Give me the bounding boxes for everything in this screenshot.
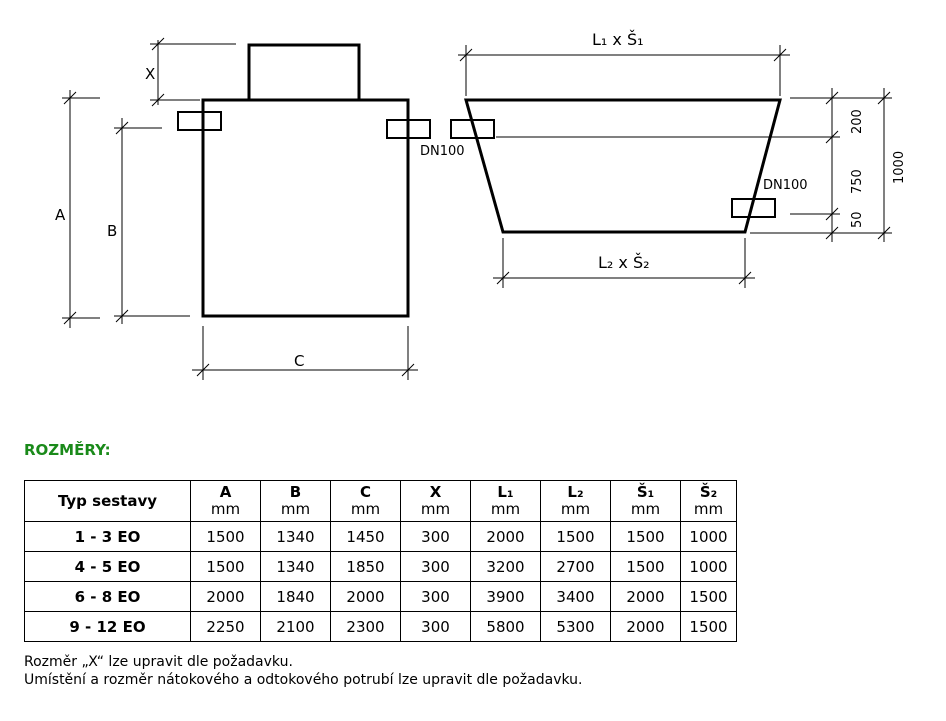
label-50: 50	[850, 211, 865, 228]
tank-trapezoid-view	[450, 98, 782, 234]
table-cell: 1840	[260, 581, 331, 612]
table-cell: 5300	[540, 611, 611, 642]
table-cell: 3400	[540, 581, 611, 612]
table-cell: 4 - 5 EO	[24, 551, 191, 582]
table-row: 6 - 8 EO 2000 1840 2000 300 3900 3400 20…	[24, 581, 737, 612]
table-cell: 1500	[610, 521, 681, 552]
table-cell: 1500	[540, 521, 611, 552]
table-cell: 2000	[330, 581, 401, 612]
table-cell: 2000	[470, 521, 541, 552]
table-cell: 1500	[680, 611, 737, 642]
label-x: X	[145, 65, 155, 83]
table-cell: 9 - 12 EO	[24, 611, 191, 642]
table-cell: 1500	[680, 581, 737, 612]
table-cell: 3900	[470, 581, 541, 612]
label-a: A	[55, 206, 66, 224]
table-row: 4 - 5 EO 1500 1340 1850 300 3200 2700 15…	[24, 551, 737, 582]
note-line: Umístění a rozměr nátokového a odtokovéh…	[24, 672, 583, 688]
label-l1-s1: L₁ x Š₁	[592, 30, 644, 49]
technical-drawing: X A B C L₁ x Š₁ L₂ x Š₂ DN100 DN100 200 …	[55, 30, 907, 380]
table-cell: 1850	[330, 551, 401, 582]
table-cell: 1000	[680, 521, 737, 552]
table-row: 9 - 12 EO 2250 2100 2300 300 5800 5300 2…	[24, 611, 737, 642]
table-cell: 1340	[260, 551, 331, 582]
label-750: 750	[850, 169, 865, 194]
tank-side-view	[177, 43, 431, 318]
label-b: B	[107, 222, 117, 240]
table-cell: 1500	[610, 551, 681, 582]
label-l2-s2: L₂ x Š₂	[598, 253, 650, 272]
trapezoid-dimension-lines	[458, 45, 892, 288]
table-cell: 300	[400, 611, 471, 642]
table-cell: 2100	[260, 611, 331, 642]
table-cell: 300	[400, 521, 471, 552]
table-cell: 2000	[190, 581, 261, 612]
table-cell: 1500	[190, 521, 261, 552]
label-1000: 1000	[892, 151, 907, 184]
table-cell: 2300	[330, 611, 401, 642]
header-typ-sestavy: Typ sestavy	[24, 480, 191, 522]
table-cell: 5800	[470, 611, 541, 642]
tank-dimension-lines	[62, 37, 418, 380]
table-cell: 2700	[540, 551, 611, 582]
notes: Rozměr „X“ lze upravit dle požadavku. Um…	[24, 653, 582, 689]
label-dn-left: DN100	[420, 144, 465, 159]
label-c: C	[294, 352, 304, 370]
label-200: 200	[850, 109, 865, 134]
table-cell: 2000	[610, 611, 681, 642]
table-cell: 300	[400, 581, 471, 612]
table-cell: 3200	[470, 551, 541, 582]
table-row: 1 - 3 EO 1500 1340 1450 300 2000 1500 15…	[24, 521, 737, 552]
section-heading: ROZMĚRY:	[24, 441, 111, 459]
note-line: Rozměr „X“ lze upravit dle požadavku.	[24, 654, 293, 670]
table-cell: 6 - 8 EO	[24, 581, 191, 612]
table-cell: 1 - 3 EO	[24, 521, 191, 552]
table-cell: 2000	[610, 581, 681, 612]
table-cell: 1340	[260, 521, 331, 552]
table-cell: 2250	[190, 611, 261, 642]
label-dn-right: DN100	[763, 178, 808, 193]
table-cell: 1500	[190, 551, 261, 582]
table-cell: 1000	[680, 551, 737, 582]
table-cell: 300	[400, 551, 471, 582]
table-cell: 1450	[330, 521, 401, 552]
